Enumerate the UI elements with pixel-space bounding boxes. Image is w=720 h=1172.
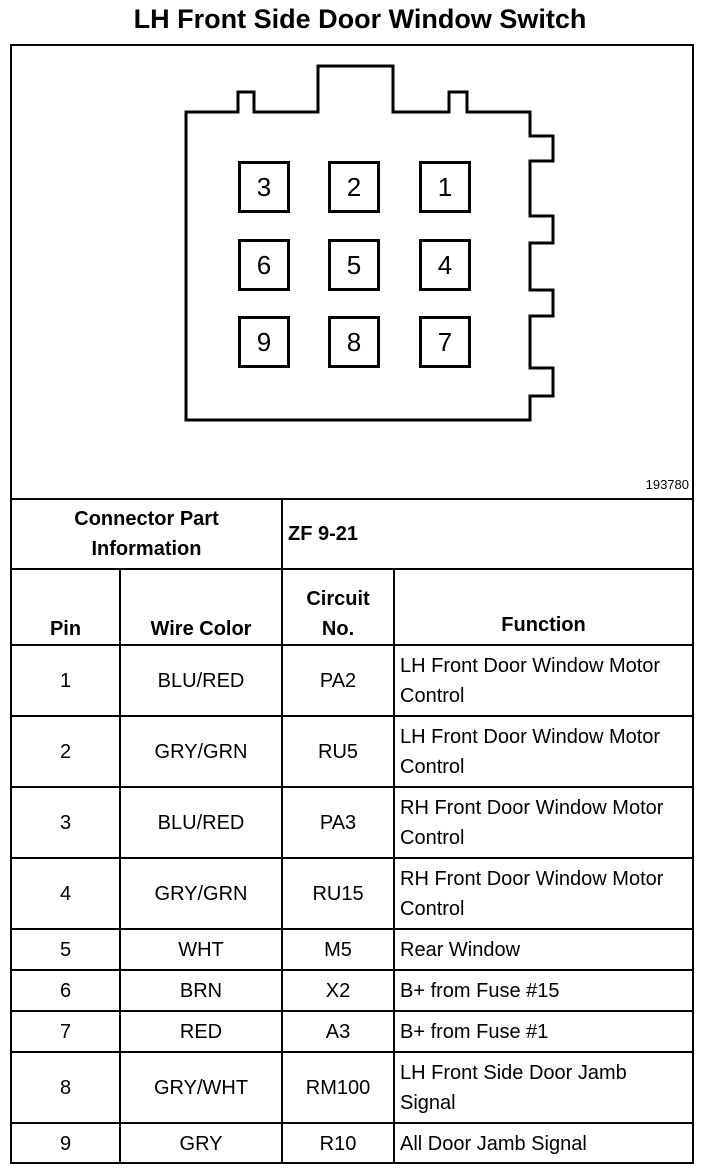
cell-function: LH Front Side Door Jamb Signal xyxy=(393,1051,693,1123)
pin-cell: 9 xyxy=(238,316,290,368)
pin-number: 5 xyxy=(346,249,362,280)
pin-cell: 1 xyxy=(419,161,471,213)
cell-wire-color: GRY/GRN xyxy=(118,715,283,787)
cell-pin: 8 xyxy=(12,1051,120,1123)
cell-circuit: PA3 xyxy=(281,786,395,858)
cell-circuit: M5 xyxy=(281,928,395,970)
connector-outline xyxy=(184,64,555,422)
diagram-frame: 3 2 1 6 5 4 9 8 7 193780 Connector Part … xyxy=(10,44,694,1164)
cell-pin: 2 xyxy=(12,715,120,787)
cell-circuit: X2 xyxy=(281,969,395,1011)
pin-number: 9 xyxy=(256,326,272,357)
table-row: 3 BLU/RED PA3 RH Front Door Window Motor… xyxy=(12,786,693,858)
header-wire-color: Wire Color xyxy=(118,568,283,645)
cell-circuit: R10 xyxy=(281,1122,395,1163)
cell-pin: 4 xyxy=(12,857,120,929)
cell-circuit: RM100 xyxy=(281,1051,395,1123)
connector-diagram: 3 2 1 6 5 4 9 8 7 193780 xyxy=(12,46,692,498)
cell-function: B+ from Fuse #1 xyxy=(393,1010,693,1052)
cell-pin: 1 xyxy=(12,644,120,716)
pin-cell: 5 xyxy=(328,239,380,291)
cell-function: RH Front Door Window Motor Control xyxy=(393,786,693,858)
diagram-title: LH Front Side Door Window Switch xyxy=(133,4,587,34)
cell-pin: 9 xyxy=(12,1122,120,1163)
cell-function: LH Front Door Window Motor Control xyxy=(393,715,693,787)
cell-function: RH Front Door Window Motor Control xyxy=(393,857,693,929)
cell-function: B+ from Fuse #15 xyxy=(393,969,693,1011)
cell-wire-color: BRN xyxy=(118,969,283,1011)
table-header-row: Pin Wire Color Circuit No. Function xyxy=(12,568,693,645)
table-row: 9 GRY R10 All Door Jamb Signal xyxy=(12,1122,693,1163)
cell-wire-color: GRY xyxy=(118,1122,283,1163)
table-row: 7 RED A3 B+ from Fuse #1 xyxy=(12,1010,693,1052)
cell-function: LH Front Door Window Motor Control xyxy=(393,644,693,716)
cell-wire-color: BLU/RED xyxy=(118,644,283,716)
table-row: 2 GRY/GRN RU5 LH Front Door Window Motor… xyxy=(12,715,693,787)
cell-pin: 7 xyxy=(12,1010,120,1052)
cell-circuit: A3 xyxy=(281,1010,395,1052)
figure-id: 193780 xyxy=(645,477,689,492)
pin-number: 6 xyxy=(256,249,272,280)
table-row: 1 BLU/RED PA2 LH Front Door Window Motor… xyxy=(12,644,693,716)
cell-wire-color: WHT xyxy=(118,928,283,970)
pin-number: 2 xyxy=(346,171,362,202)
cell-pin: 6 xyxy=(12,969,120,1011)
connector-info-row: Connector Part Information ZF 9-21 xyxy=(12,498,693,569)
pin-cell: 6 xyxy=(238,239,290,291)
pin-cell: 2 xyxy=(328,161,380,213)
pin-number: 1 xyxy=(437,171,453,202)
connector-info-label: Connector Part Information xyxy=(12,498,283,569)
connector-body-outline xyxy=(184,64,555,422)
cell-wire-color: GRY/WHT xyxy=(118,1051,283,1123)
pin-cell: 8 xyxy=(328,316,380,368)
table-row: 8 GRY/WHT RM100 LH Front Side Door Jamb … xyxy=(12,1051,693,1123)
cell-circuit: PA2 xyxy=(281,644,395,716)
pinout-table: Connector Part Information ZF 9-21 Pin W… xyxy=(12,498,693,1163)
cell-wire-color: GRY/GRN xyxy=(118,857,283,929)
pin-number: 8 xyxy=(346,326,362,357)
pin-number: 7 xyxy=(437,326,453,357)
table-row: 6 BRN X2 B+ from Fuse #15 xyxy=(12,969,693,1011)
pin-cell: 3 xyxy=(238,161,290,213)
cell-pin: 5 xyxy=(12,928,120,970)
table-row: 4 GRY/GRN RU15 RH Front Door Window Moto… xyxy=(12,857,693,929)
pin-number: 4 xyxy=(437,249,453,280)
cell-circuit: RU5 xyxy=(281,715,395,787)
connector-info-value: ZF 9-21 xyxy=(281,498,693,569)
cell-pin: 3 xyxy=(12,786,120,858)
header-function: Function xyxy=(393,568,693,645)
pin-number: 3 xyxy=(256,171,272,202)
header-pin: Pin xyxy=(12,568,120,645)
cell-circuit: RU15 xyxy=(281,857,395,929)
pin-cell: 7 xyxy=(419,316,471,368)
cell-function: Rear Window xyxy=(393,928,693,970)
pin-cell: 4 xyxy=(419,239,471,291)
cell-wire-color: RED xyxy=(118,1010,283,1052)
table-row: 5 WHT M5 Rear Window xyxy=(12,928,693,970)
header-circuit: Circuit No. xyxy=(281,568,395,645)
cell-wire-color: BLU/RED xyxy=(118,786,283,858)
cell-function: All Door Jamb Signal xyxy=(393,1122,693,1163)
